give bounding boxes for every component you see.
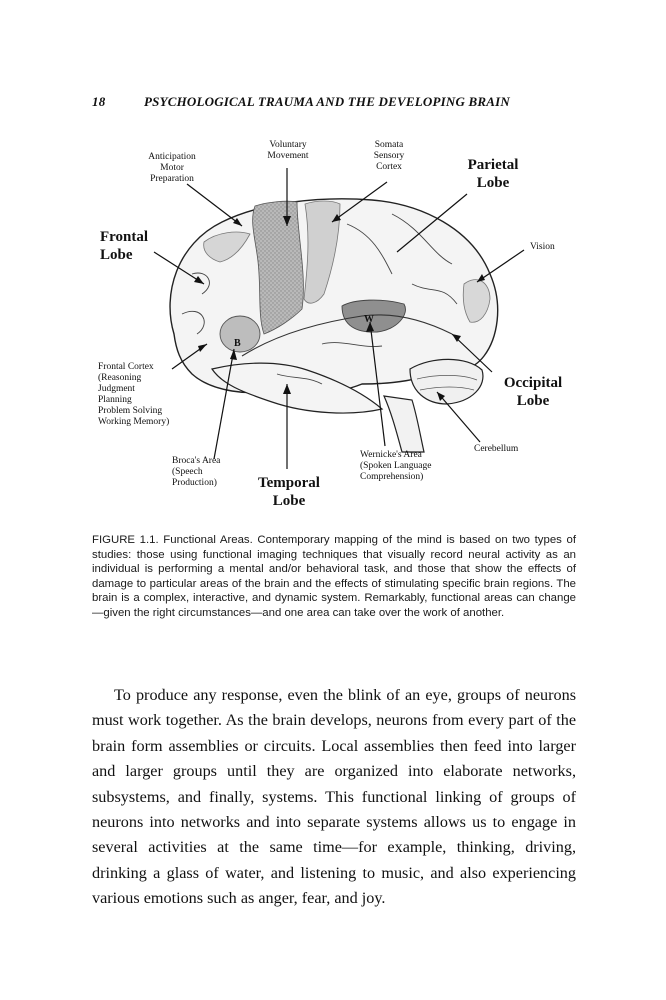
arrowhead-cerebellum bbox=[437, 392, 445, 401]
arrow-vision bbox=[476, 249, 525, 283]
temporal-lobe-outline bbox=[211, 362, 384, 414]
wernicke-area bbox=[341, 299, 406, 333]
label-frontal-cortex: Frontal Cortex (Reasoning Judgment Plann… bbox=[98, 362, 170, 427]
running-header: 18 PSYCHOLOGICAL TRAUMA AND THE DEVELOPIN… bbox=[92, 94, 592, 110]
arrowhead-wernicke bbox=[366, 322, 374, 332]
arrowhead-frontal-cortex bbox=[198, 344, 207, 352]
arrow-heads bbox=[194, 214, 485, 401]
arrow-cerebellum bbox=[436, 391, 481, 443]
arrowhead-temporal bbox=[283, 384, 291, 394]
visual-cortex bbox=[462, 279, 491, 323]
arrow-somata bbox=[331, 181, 388, 223]
brain-illustration bbox=[153, 168, 525, 469]
premotor-area bbox=[203, 231, 251, 263]
arrowhead-broca bbox=[230, 349, 237, 360]
label-frontal-lobe: Frontal Lobe bbox=[100, 229, 149, 263]
arrowhead-anticipation bbox=[233, 218, 242, 226]
label-cerebellum: Cerebellum bbox=[474, 444, 519, 454]
motor-cortex bbox=[252, 200, 304, 335]
arrowhead-somata bbox=[332, 214, 341, 222]
broca-area bbox=[219, 315, 261, 353]
arrowhead-occipital bbox=[452, 334, 461, 342]
label-parietal-lobe: Parietal Lobe bbox=[467, 157, 519, 191]
arrow-frontal bbox=[153, 251, 205, 285]
sylvian-fissure bbox=[241, 314, 453, 357]
label-broca-area: Broca's Area (Speech Production) bbox=[172, 456, 221, 488]
arrow-parietal bbox=[396, 193, 468, 253]
cerebellum-folia bbox=[416, 374, 478, 391]
marker-wernicke: W bbox=[364, 314, 374, 325]
arrowhead-voluntary bbox=[283, 216, 291, 226]
arrow-occipital bbox=[451, 333, 493, 373]
arrowhead-vision bbox=[477, 274, 485, 282]
label-somata-sensory: Somata Sensory Cortex bbox=[373, 140, 405, 172]
running-title: PSYCHOLOGICAL TRAUMA AND THE DEVELOPING … bbox=[144, 94, 510, 109]
label-anticipation: Anticipation Motor Preparation bbox=[148, 152, 196, 184]
label-occipital-lobe: Occipital Lobe bbox=[503, 375, 563, 409]
page-number: 18 bbox=[92, 94, 106, 109]
label-temporal-lobe: Temporal Lobe bbox=[258, 475, 320, 509]
arrow-wernicke bbox=[369, 321, 386, 447]
figure-caption: FIGURE 1.1. Functional Areas. Contempora… bbox=[92, 534, 576, 619]
label-voluntary-movement: Voluntary Movement bbox=[267, 140, 309, 161]
brain-stem bbox=[383, 395, 425, 453]
arrow-broca bbox=[213, 348, 235, 460]
marker-broca: B bbox=[234, 338, 241, 349]
pointer-arrows bbox=[153, 168, 525, 469]
somatosensory-cortex bbox=[303, 200, 341, 304]
label-wernicke-area: Wernicke's Area (Spoken Language Compreh… bbox=[360, 450, 432, 482]
cerebellum-shape bbox=[409, 358, 484, 405]
body-paragraph: To produce any response, even the blink … bbox=[92, 686, 576, 908]
brain-figure: Anticipation Motor Preparation Voluntary… bbox=[92, 134, 582, 522]
gyri-lines bbox=[181, 213, 458, 385]
label-vision: Vision bbox=[530, 242, 555, 252]
arrowhead-frontal bbox=[194, 276, 204, 284]
arrow-anticipation bbox=[186, 183, 243, 227]
